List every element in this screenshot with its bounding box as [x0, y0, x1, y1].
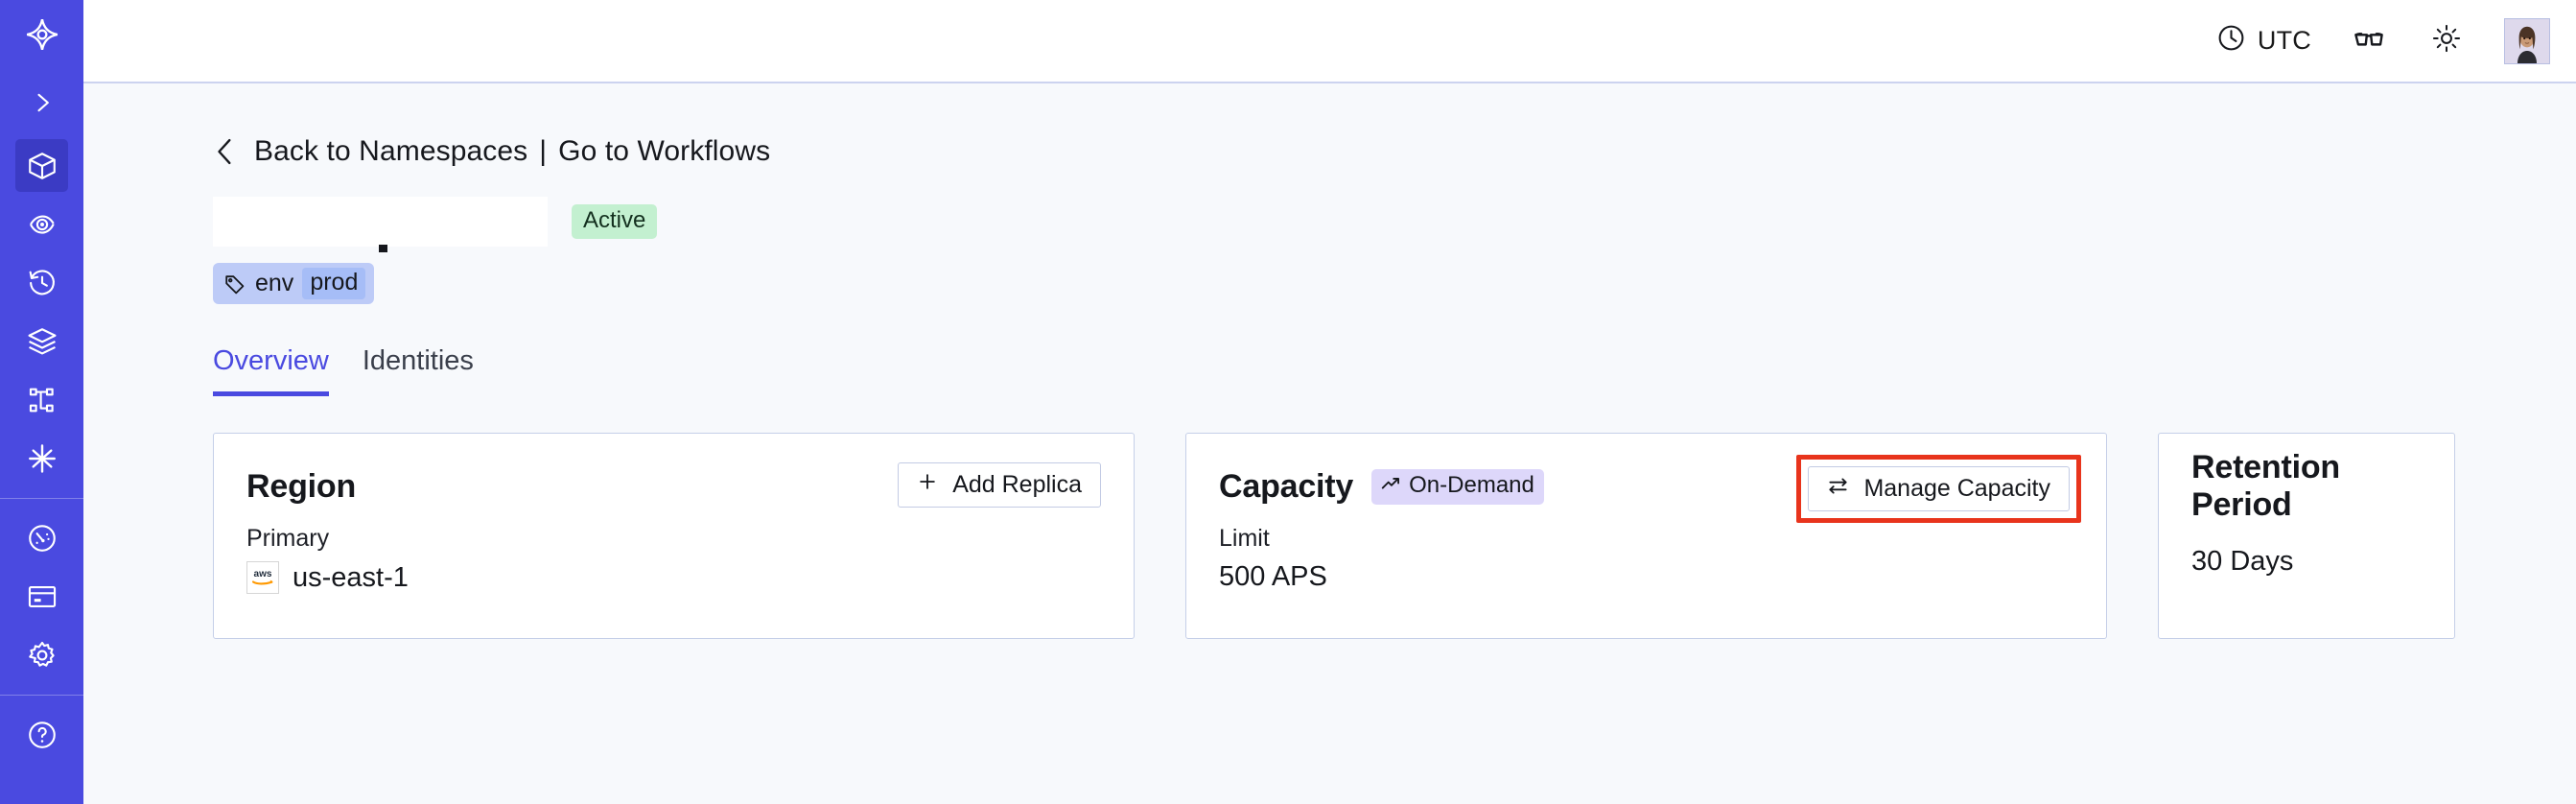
chevron-left-icon[interactable]	[213, 135, 238, 168]
manage-capacity-button[interactable]: Manage Capacity	[1808, 466, 2070, 511]
help-circle-icon	[26, 719, 59, 751]
region-value: us-east-1	[293, 561, 409, 593]
clock-rewind-icon	[26, 267, 59, 299]
add-replica-label: Add Replica	[952, 471, 1082, 498]
sidebar-item-help[interactable]	[15, 708, 68, 761]
timezone-selector[interactable]: UTC	[2216, 23, 2311, 59]
breadcrumb-separator: |	[539, 135, 548, 167]
region-card-title: Region	[246, 467, 357, 505]
capacity-value: 500 APS	[1219, 561, 1327, 592]
manage-capacity-highlight: Manage Capacity	[1796, 455, 2081, 523]
tab-bar-rule	[213, 394, 2521, 396]
sidebar-divider-bottom	[0, 695, 83, 696]
tab-bar: Overview Identities	[213, 337, 2521, 396]
page-title	[213, 197, 548, 247]
breadcrumb: Back to Namespaces | Go to Workflows	[213, 85, 2518, 168]
sun-icon	[2431, 23, 2462, 59]
sidebar-item-namespaces[interactable]	[15, 139, 68, 192]
credit-card-icon	[26, 580, 59, 613]
capacity-sublabel: Limit	[1219, 525, 1270, 552]
sidebar-item-history[interactable]	[15, 256, 68, 309]
sidebar-item-settings[interactable]	[15, 628, 68, 681]
sliders-icon	[1827, 475, 1849, 504]
tag-row: env prod	[213, 263, 2518, 304]
sidebar-expand-button[interactable]	[0, 69, 83, 136]
asterisk-icon	[25, 441, 59, 476]
sidebar-item-integrations[interactable]	[15, 432, 68, 485]
namespace-tag[interactable]: env prod	[213, 263, 375, 304]
avatar[interactable]	[2504, 17, 2550, 64]
docs-button[interactable]	[2349, 21, 2389, 61]
svg-text:aws: aws	[254, 569, 272, 579]
tab-identities[interactable]: Identities	[362, 345, 474, 376]
region-card: Region Add Replica	[213, 433, 1135, 639]
timezone-label: UTC	[2257, 26, 2311, 55]
cube-icon	[26, 150, 59, 182]
sidebar-item-billing[interactable]	[15, 570, 68, 623]
tab-overview[interactable]: Overview	[213, 345, 329, 396]
plus-icon	[917, 471, 938, 499]
region-sublabel: Primary	[246, 525, 330, 552]
clock-icon	[2216, 23, 2246, 59]
retention-card-header: Retention Period	[2191, 449, 2422, 523]
sidebar-item-usage[interactable]	[15, 511, 68, 564]
capacity-card-title: Capacity	[1219, 467, 1354, 505]
main-content: Back to Namespaces | Go to Workflows Act…	[83, 85, 2576, 804]
go-to-workflows-link[interactable]: Go to Workflows	[558, 135, 771, 167]
content-container: Back to Namespaces | Go to Workflows Act…	[83, 85, 2576, 639]
retention-card: Retention Period 30 Days	[2158, 433, 2455, 639]
trending-up-icon	[1380, 473, 1401, 499]
overview-cards: Region Add Replica	[213, 433, 2518, 639]
region-card-action: Add Replica	[898, 462, 1101, 508]
region-value-row: aws us-east-1	[246, 561, 1101, 594]
gauge-icon	[26, 522, 59, 555]
left-sidebar	[0, 0, 83, 804]
glasses-icon	[2353, 22, 2385, 59]
aws-logo: aws	[246, 561, 279, 594]
page-title-row: Active	[213, 195, 2518, 252]
title-artifact	[379, 245, 387, 252]
tag-value: prod	[302, 268, 366, 299]
sidebar-divider-top	[0, 498, 83, 499]
tag-key: env	[255, 270, 294, 296]
capacity-card-header: Capacity On-Demand	[1219, 463, 2073, 509]
chevron-right-icon	[29, 89, 56, 116]
header-actions: UTC	[2216, 17, 2550, 64]
status-badge: Active	[572, 204, 658, 239]
git-branch-icon	[26, 384, 59, 416]
manage-capacity-label: Manage Capacity	[1863, 475, 2050, 502]
eye-icon	[26, 208, 59, 241]
temporal-logo-icon	[23, 15, 61, 54]
retention-card-title: Retention Period	[2191, 449, 2340, 523]
back-to-namespaces-link[interactable]: Back to Namespaces	[254, 135, 528, 167]
sidebar-item-layers[interactable]	[15, 315, 68, 367]
layers-icon	[26, 325, 59, 358]
add-replica-button[interactable]: Add Replica	[898, 462, 1101, 508]
retention-value: 30 Days	[2191, 546, 2294, 577]
app-logo[interactable]	[0, 0, 83, 69]
sidebar-item-observability[interactable]	[15, 198, 68, 250]
on-demand-badge: On-Demand	[1371, 468, 1544, 505]
sidebar-item-workflows[interactable]	[15, 373, 68, 426]
capacity-card: Capacity On-Demand	[1185, 433, 2107, 639]
tag-icon	[223, 272, 246, 296]
gear-icon	[26, 639, 59, 672]
theme-toggle-button[interactable]	[2426, 21, 2467, 61]
on-demand-label: On-Demand	[1409, 472, 1534, 498]
region-card-header: Region	[246, 463, 1101, 509]
top-header: UTC	[83, 0, 2576, 83]
